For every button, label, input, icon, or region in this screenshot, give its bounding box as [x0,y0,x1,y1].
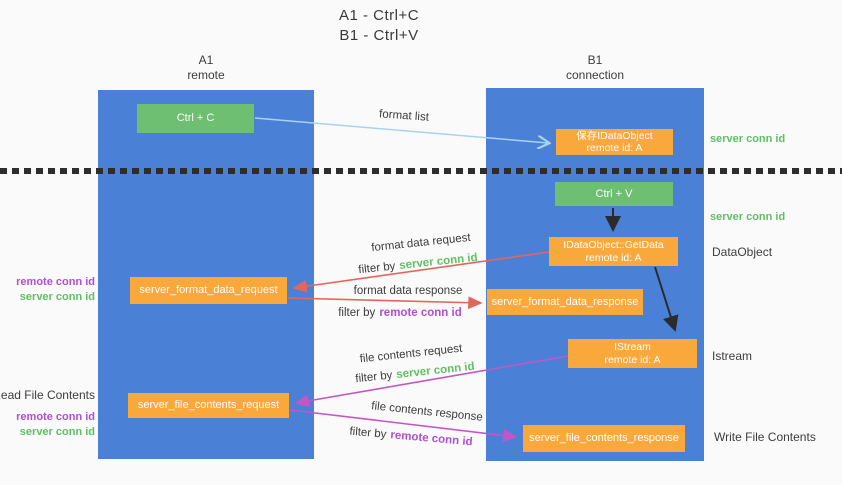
left-column-header: A1 remote [98,53,314,83]
server-format-data-response-box: server_format_data_response [487,289,643,315]
dataobject-annotation: DataObject [712,245,773,259]
left-column-sub: remote [187,68,225,82]
server-format-data-response-label: server_format_data_response [491,295,639,308]
diagram-title: A1 - Ctrl+C B1 - Ctrl+V [279,6,479,46]
right-server-conn-id-mid: server conn id [710,211,786,223]
read-file-contents-annotation: Read File Contents [0,388,95,402]
server-file-contents-response-label: server_file_contents_response [529,432,679,445]
file-contents-response-arrow [289,409,518,442]
getdata-to-istream-arrow [654,266,679,332]
istream-line1: IStream [614,341,651,353]
title-line-b1: B1 - Ctrl+V [339,27,419,44]
format-data-response-arrow [287,296,483,310]
istream-box: IStream remote id: A [568,339,697,368]
server-file-contents-request-label: server_file_contents_request [137,399,280,412]
istream-line2: remote id: A [604,353,661,366]
format-data-response-label: format data response [353,285,463,297]
left-server-conn-id-top: server conn id [19,291,95,303]
left-server-conn-id-bottom: server conn id [19,426,95,438]
dotted-separator-line [0,168,842,174]
server-format-data-request-label: server_format_data_request [139,284,278,297]
save-idataobject-line2: remote id: A [586,142,643,154]
write-file-contents-annotation: Write File Contents [714,430,816,444]
server-file-contents-request-box: server_file_contents_request [128,393,289,418]
server-format-data-request-box: server_format_data_request [130,277,287,304]
ctrl-c-label: Ctrl + C [176,112,215,125]
format-data-request-arrow [292,251,550,293]
ctrl-c-box: Ctrl + C [137,104,254,133]
right-column-sub: connection [565,68,625,82]
ctrl-v-label: Ctrl + V [595,187,633,200]
istream-annotation: Istream [712,349,753,363]
getdata-box: IDataObject::GetData remote id: A [549,237,678,266]
getdata-line1: IDataObject::GetData [563,239,664,251]
right-column-header: B1 connection [486,53,704,83]
format-list-arrow [254,117,548,143]
remote-conn-id-purple-text: remote conn id [379,307,462,319]
title-line-a1: A1 - Ctrl+C [338,7,420,24]
server-file-contents-response-box: server_file_contents_response [523,425,685,452]
right-column-name: B1 [587,53,603,67]
file-contents-request-arrow [294,355,569,408]
left-column-name: A1 [198,53,214,67]
left-remote-conn-id-bottom: remote conn id [16,411,95,423]
getdata-line2: remote id: A [585,251,642,264]
save-idataobject-line1: 保存IDataObject [576,129,653,142]
save-idataobject-box: 保存IDataObject remote id: A [556,129,673,155]
left-remote-conn-id-top: remote conn id [16,276,95,288]
right-server-conn-id-top: server conn id [710,133,786,145]
ctrl-v-box: Ctrl + V [555,182,673,206]
